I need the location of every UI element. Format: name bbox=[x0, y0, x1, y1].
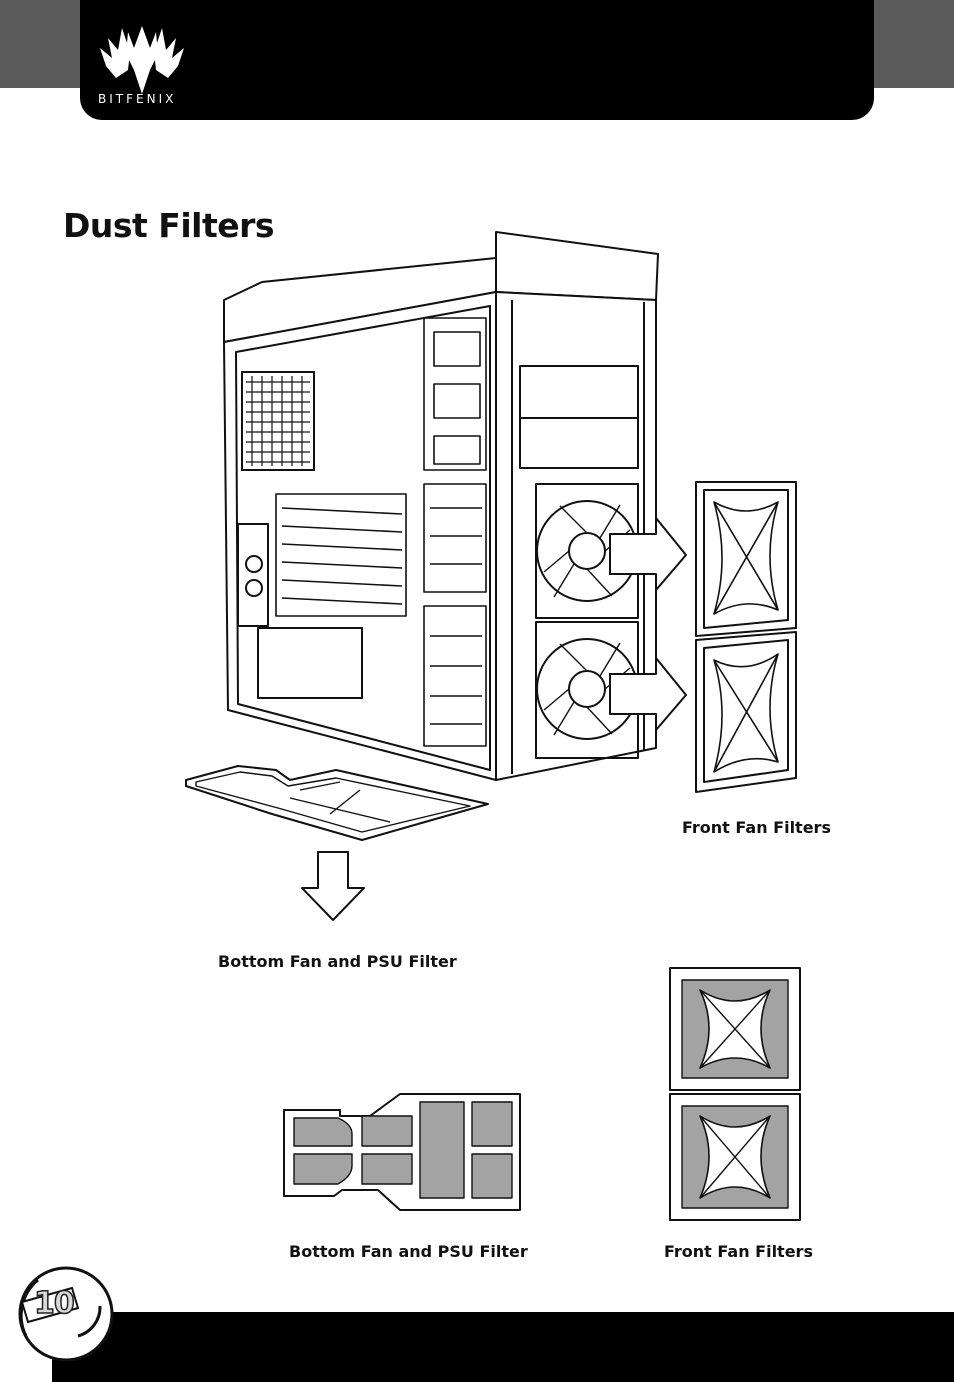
bitfenix-wings-logo-icon bbox=[100, 26, 184, 94]
computer-case-drawing bbox=[223, 231, 659, 781]
caption-bottom-filter-top: Bottom Fan and PSU Filter bbox=[218, 952, 457, 971]
caption-bottom-filter-bottom: Bottom Fan and PSU Filter bbox=[289, 1242, 528, 1261]
bottom-filter-exploded bbox=[185, 765, 489, 841]
footer-bar bbox=[52, 1312, 954, 1382]
bottom-filter-flat bbox=[283, 1093, 521, 1211]
page-number: 10 bbox=[33, 1285, 75, 1322]
page-number-badge-icon bbox=[18, 1266, 114, 1362]
page-title: Dust Filters bbox=[63, 206, 275, 245]
front-filter-flat bbox=[669, 967, 801, 1221]
caption-front-fan-filters-bottom: Front Fan Filters bbox=[664, 1242, 813, 1261]
front-filter-exploded bbox=[695, 481, 797, 793]
caption-front-fan-filters-top: Front Fan Filters bbox=[682, 818, 831, 837]
arrow-to-front-filters-icon bbox=[609, 517, 687, 731]
header-bar bbox=[80, 0, 874, 120]
logo-text: BITFENIX bbox=[98, 92, 177, 106]
arrow-down-icon bbox=[301, 851, 365, 921]
